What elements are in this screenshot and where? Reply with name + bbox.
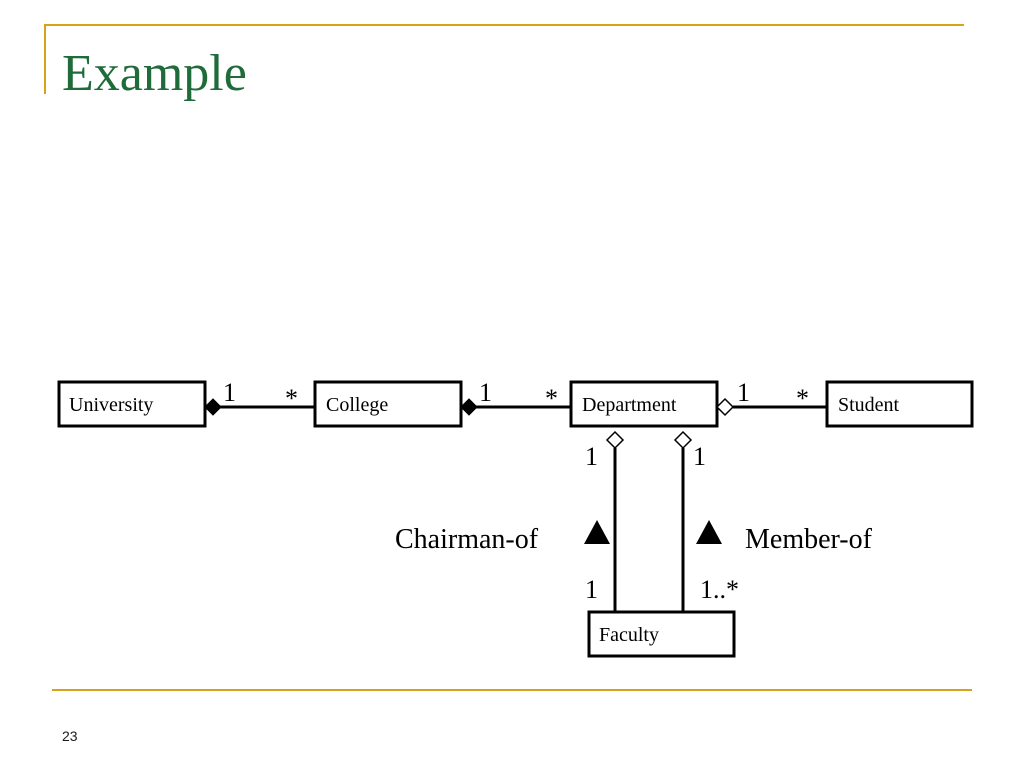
class-college: College	[313, 380, 463, 428]
composition-diamond-icon	[460, 398, 478, 416]
mult-university-college-to: *	[285, 384, 298, 413]
aggregation-diamond-icon	[673, 430, 693, 450]
assoc-university-college: 1 *	[204, 378, 315, 416]
composition-diamond-icon	[204, 398, 222, 416]
assoc-name-chairman-of: Chairman-of	[395, 524, 539, 555]
direction-arrow-up-icon	[584, 520, 610, 544]
page-number: 23	[62, 728, 78, 744]
class-faculty: Faculty	[587, 610, 736, 658]
mult-member-from: 1	[693, 442, 706, 471]
assoc-department-student: 1 *	[715, 378, 827, 417]
class-label-college: College	[326, 394, 388, 416]
mult-member-to: 1..*	[700, 575, 739, 604]
assoc-college-department: 1 *	[460, 378, 571, 416]
assoc-name-member-of: Member-of	[745, 524, 873, 555]
assoc-member-of: 1 1..* Member-of	[673, 430, 873, 612]
assoc-chairman-of: 1 1 Chairman-of	[395, 430, 625, 612]
class-label-university: University	[69, 394, 153, 416]
class-university: University	[57, 380, 207, 428]
class-student: Student	[825, 380, 974, 428]
mult-department-student-to: *	[796, 384, 809, 413]
aggregation-diamond-icon	[605, 430, 625, 450]
mult-college-department-to: *	[545, 384, 558, 413]
mult-chairman-to: 1	[585, 575, 598, 604]
top-rule	[44, 24, 964, 26]
bottom-rule	[52, 689, 972, 691]
class-box-department	[569, 380, 719, 428]
class-box-university	[57, 380, 207, 428]
mult-college-department-from: 1	[479, 378, 492, 407]
class-box-college	[313, 380, 463, 428]
mult-chairman-from: 1	[585, 442, 598, 471]
direction-arrow-up-icon	[696, 520, 722, 544]
class-label-student: Student	[838, 394, 900, 416]
side-rule	[44, 24, 46, 94]
aggregation-diamond-icon	[715, 397, 735, 417]
mult-university-college-from: 1	[223, 378, 236, 407]
class-box-faculty	[587, 610, 736, 658]
class-label-department: Department	[582, 394, 677, 416]
slide-title: Example	[62, 45, 247, 102]
class-label-faculty: Faculty	[599, 624, 659, 646]
mult-department-student-from: 1	[737, 378, 750, 407]
class-box-student	[825, 380, 974, 428]
class-department: Department	[569, 380, 719, 428]
